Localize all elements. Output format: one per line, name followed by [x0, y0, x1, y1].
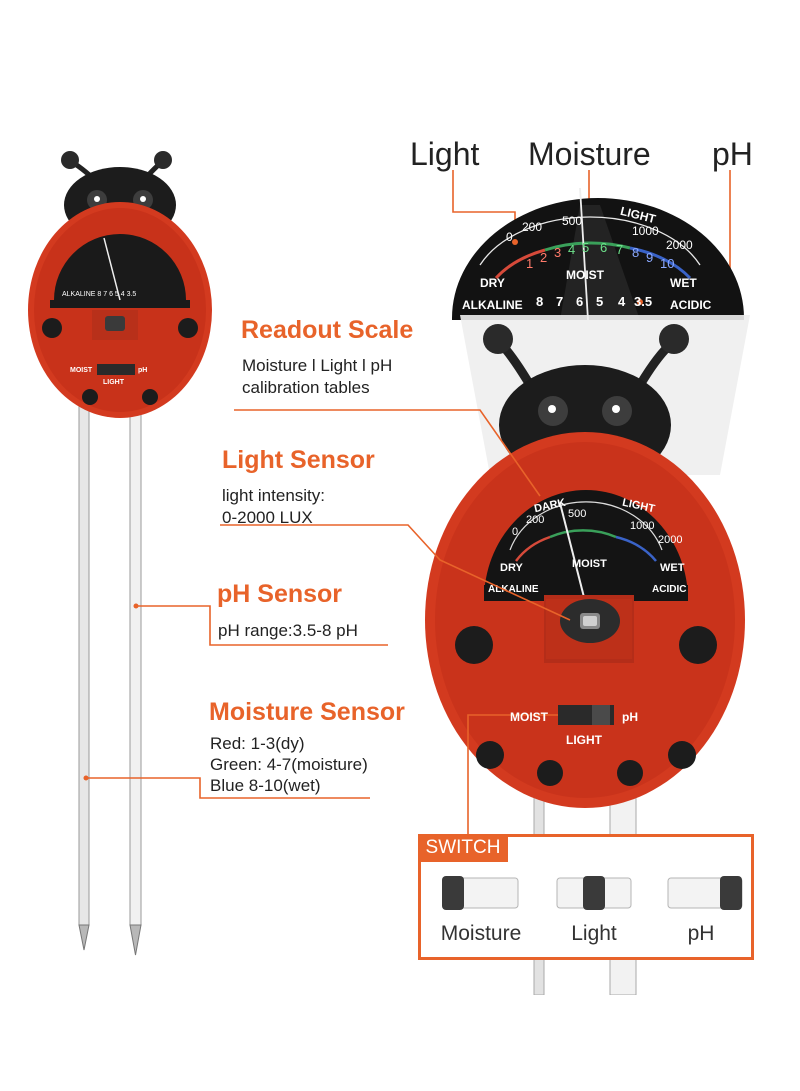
dial-lux-200: 200	[522, 220, 543, 234]
readout-scale-line-2: calibration tables	[242, 378, 370, 397]
top-label-light: Light	[410, 136, 480, 172]
dial-moist-label: MOIST	[566, 268, 604, 282]
dial-ph-4: 4	[618, 294, 626, 309]
dial-m-6: 6	[600, 240, 608, 255]
meter-moist-label: MOIST	[572, 558, 607, 570]
meter-dry-label: DRY	[500, 562, 523, 574]
svg-text:LIGHT: LIGHT	[103, 379, 125, 386]
dial-m-2: 2	[540, 250, 548, 265]
dial-ph-scale: 8 7 6 5 4 3.5	[536, 294, 666, 314]
svg-text:ALKALINE 8 7 6 5 4 3.5: ALKALINE 8 7 6 5 4 3.5	[62, 291, 136, 298]
meter-wet-label: WET	[660, 562, 685, 574]
dial-alkaline-label: ALKALINE	[462, 298, 523, 312]
dial-ph-5: 5	[596, 294, 604, 309]
dial-dry-label: DRY	[480, 276, 505, 290]
light-sensor-line-2: 0-2000 LUX	[222, 508, 313, 527]
meter-switch-moist: MOIST	[510, 710, 548, 724]
dial-wet-label: WET	[670, 276, 697, 290]
meter-lux-1000: 1000	[630, 520, 655, 532]
dial-lux-0: 0	[506, 230, 513, 244]
dial-lux-500: 500	[562, 214, 583, 228]
svg-text:MOIST: MOIST	[70, 367, 93, 374]
meter-lux-2000: 2000	[658, 534, 683, 546]
meter-alkaline-label: ALKALINE	[488, 584, 539, 595]
dial-ph-8: 8	[536, 294, 544, 309]
small-meter: ALKALINE 8 7 6 5 4 3.5 MOIST pH LIGHT	[28, 151, 212, 956]
dial-lux-2000: 2000	[666, 238, 693, 252]
svg-text:pH: pH	[138, 367, 147, 374]
switch-option-ph: pH	[687, 922, 715, 945]
top-label-moisture: Moisture	[528, 136, 651, 172]
switch-moisture-diagram	[442, 876, 519, 910]
switch-option-moisture: Moisture	[440, 922, 522, 945]
meter-lux-500: 500	[568, 508, 587, 520]
dial-ph-7: 7	[556, 294, 564, 309]
moisture-sensor-line-3: Blue 8-10(wet)	[210, 776, 321, 795]
moisture-sensor-line-2: Green: 4-7(moisture)	[210, 755, 368, 774]
dial-ph-3-5: 3.5	[634, 294, 653, 309]
switch-option-light: Light	[571, 922, 617, 945]
meter-lux-0: 0	[512, 526, 519, 538]
dial-m-7: 7	[616, 242, 624, 257]
dial-m-9: 9	[646, 250, 654, 265]
meter-lux-scale: 0 200 500 1000 2000	[512, 508, 712, 548]
readout-scale-line-1: Moisture l Light l pH	[242, 356, 393, 375]
dial-m-3: 3	[554, 245, 562, 260]
dial-m-5: 5	[582, 240, 590, 255]
switch-light-diagram	[556, 876, 632, 910]
dial-moist-scale: 1 2 3 4 5 6 7 8 9 10	[526, 240, 706, 272]
dial-acidic-label: ACIDIC	[670, 298, 712, 312]
light-sensor-title: Light Sensor	[222, 446, 375, 474]
moisture-sensor-line-1: Red: 1-3(dy)	[210, 734, 305, 753]
meter-switch-light: LIGHT	[566, 733, 602, 747]
switch-ph-diagram	[667, 876, 743, 910]
moisture-sensor-title: Moisture Sensor	[209, 698, 405, 726]
top-label-ph: pH	[712, 136, 753, 172]
dial-ph-6: 6	[576, 294, 584, 309]
ph-sensor-title: pH Sensor	[217, 580, 343, 608]
switch-tag: SWITCH	[418, 834, 508, 862]
dial-lux-1000: 1000	[632, 224, 659, 238]
dial-m-8: 8	[632, 245, 640, 260]
dial-m-4: 4	[568, 242, 576, 257]
dial-m-1: 1	[526, 256, 534, 271]
meter-switch-ph: pH	[622, 710, 638, 724]
dial-m-10: 10	[660, 256, 675, 271]
meter-acidic-label: ACIDIC	[652, 584, 687, 595]
large-meter	[425, 315, 750, 995]
meter-lux-200: 200	[526, 514, 545, 526]
dial-closeup	[452, 170, 744, 321]
light-sensor-line-1: light intensity:	[222, 486, 325, 505]
switch-diagrams	[442, 876, 743, 910]
ph-sensor-line-1: pH range:3.5-8 pH	[218, 621, 358, 640]
dial-light-scale: 0 200 500 1000 2000	[506, 214, 706, 252]
readout-scale-title: Readout Scale	[241, 316, 414, 344]
